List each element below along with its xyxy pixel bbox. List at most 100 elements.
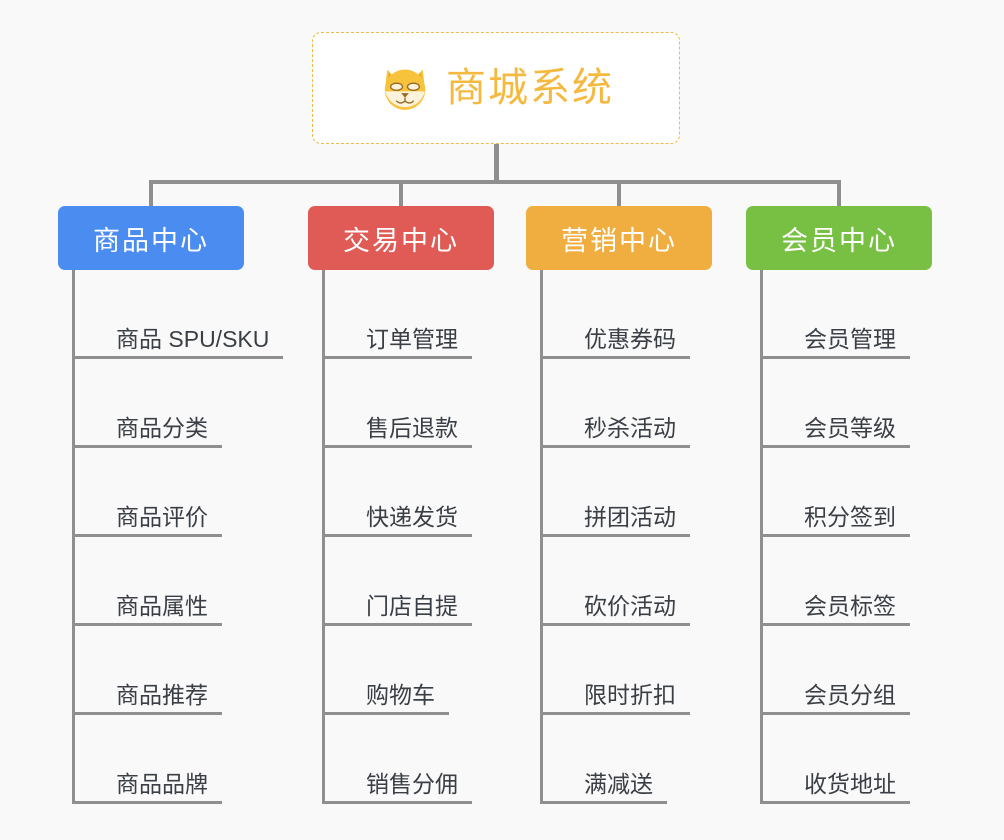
- leaf-label: 秒杀活动: [584, 414, 676, 441]
- leaf-underline: [540, 445, 690, 448]
- category-header-3[interactable]: 营销中心: [526, 206, 712, 270]
- leaf-underline: [322, 534, 472, 537]
- leaf-underline: [540, 356, 690, 359]
- leaf-label: 门店自提: [366, 592, 458, 619]
- connector-root-stem: [494, 144, 499, 182]
- leaf-underline: [540, 801, 667, 804]
- leaf-underline: [760, 445, 910, 448]
- list-item[interactable]: 商品 SPU/SKU: [72, 270, 283, 359]
- leaf-underline: [322, 356, 472, 359]
- leaf-list-2: 订单管理 售后退款 快递发货 门店自提 购物车 销售分佣: [308, 270, 494, 804]
- list-item[interactable]: 快递发货: [322, 448, 494, 537]
- leaf-underline: [72, 356, 283, 359]
- category-header-3-label: 营销中心: [561, 225, 677, 256]
- leaf-label: 会员等级: [804, 414, 896, 441]
- leaf-underline: [760, 356, 910, 359]
- category-spine-2: [322, 270, 325, 804]
- leaf-label: 商品推荐: [116, 681, 208, 708]
- category-column-4: 会员中心 会员管理 会员等级 积分签到 会员标签 会员分组 收货地址: [746, 206, 932, 804]
- list-item[interactable]: 拼团活动: [540, 448, 712, 537]
- list-item[interactable]: 会员标签: [760, 537, 932, 626]
- category-header-1[interactable]: 商品中心: [58, 206, 244, 270]
- list-item[interactable]: 商品推荐: [72, 626, 244, 715]
- leaf-label: 砍价活动: [584, 592, 676, 619]
- leaf-list-1: 商品 SPU/SKU 商品分类 商品评价 商品属性 商品推荐 商品品牌: [58, 270, 283, 804]
- leaf-label: 商品 SPU/SKU: [116, 325, 270, 352]
- leaf-underline: [760, 534, 910, 537]
- leaf-label: 优惠券码: [584, 325, 676, 352]
- list-item[interactable]: 商品属性: [72, 537, 244, 626]
- leaf-label: 积分签到: [804, 503, 896, 530]
- leaf-label: 销售分佣: [366, 770, 458, 797]
- leaf-label: 收货地址: [804, 770, 896, 797]
- list-item[interactable]: 会员管理: [760, 270, 932, 359]
- leaf-label: 会员分组: [804, 681, 896, 708]
- connector-drop-2: [399, 180, 403, 208]
- leaf-underline: [322, 801, 472, 804]
- leaf-label: 商品属性: [116, 592, 208, 619]
- connector-bus-bar: [149, 180, 841, 184]
- category-spine-3: [540, 270, 543, 804]
- leaf-list-4: 会员管理 会员等级 积分签到 会员标签 会员分组 收货地址: [746, 270, 932, 804]
- category-header-4[interactable]: 会员中心: [746, 206, 932, 270]
- leaf-underline: [72, 712, 222, 715]
- leaf-underline: [322, 623, 472, 626]
- leaf-label: 售后退款: [366, 414, 458, 441]
- leaf-underline: [72, 445, 222, 448]
- leaf-label: 商品品牌: [116, 770, 208, 797]
- leaf-underline: [72, 534, 222, 537]
- category-header-2-label: 交易中心: [343, 225, 459, 256]
- root-node-shop-system[interactable]: 商城系统: [312, 32, 680, 144]
- category-column-2: 交易中心 订单管理 售后退款 快递发货 门店自提 购物车 销售分佣: [308, 206, 494, 804]
- list-item[interactable]: 商品品牌: [72, 715, 244, 804]
- leaf-underline: [322, 712, 449, 715]
- list-item[interactable]: 会员等级: [760, 359, 932, 448]
- list-item[interactable]: 积分签到: [760, 448, 932, 537]
- list-item[interactable]: 售后退款: [322, 359, 494, 448]
- list-item[interactable]: 收货地址: [760, 715, 932, 804]
- list-item[interactable]: 商品评价: [72, 448, 244, 537]
- leaf-underline: [72, 801, 222, 804]
- leaf-underline: [322, 445, 472, 448]
- connector-drop-1: [149, 180, 153, 208]
- list-item[interactable]: 商品分类: [72, 359, 244, 448]
- list-item[interactable]: 门店自提: [322, 537, 494, 626]
- leaf-label: 快递发货: [366, 503, 458, 530]
- leaf-underline: [760, 801, 910, 804]
- category-spine-1: [72, 270, 75, 804]
- leaf-underline: [540, 712, 690, 715]
- category-column-1: 商品中心 商品 SPU/SKU 商品分类 商品评价 商品属性 商品推荐 商品品牌: [58, 206, 283, 804]
- leaf-label: 商品评价: [116, 503, 208, 530]
- category-header-1-label: 商品中心: [93, 225, 209, 256]
- leaf-label: 会员标签: [804, 592, 896, 619]
- connector-drop-3: [617, 180, 621, 208]
- leaf-label: 购物车: [366, 681, 435, 708]
- leaf-label: 商品分类: [116, 414, 208, 441]
- root-node-title: 商城系统: [446, 66, 614, 110]
- connector-drop-4: [837, 180, 841, 208]
- leaf-underline: [760, 623, 910, 626]
- list-item[interactable]: 优惠券码: [540, 270, 712, 359]
- list-item[interactable]: 限时折扣: [540, 626, 712, 715]
- category-header-2[interactable]: 交易中心: [308, 206, 494, 270]
- list-item[interactable]: 会员分组: [760, 626, 932, 715]
- leaf-underline: [540, 623, 690, 626]
- category-header-4-label: 会员中心: [781, 225, 897, 256]
- list-item[interactable]: 销售分佣: [322, 715, 494, 804]
- list-item[interactable]: 购物车: [322, 626, 494, 715]
- leaf-label: 拼团活动: [584, 503, 676, 530]
- leaf-underline: [760, 712, 910, 715]
- list-item[interactable]: 秒杀活动: [540, 359, 712, 448]
- list-item[interactable]: 满减送: [540, 715, 712, 804]
- category-spine-4: [760, 270, 763, 804]
- leaf-list-3: 优惠券码 秒杀活动 拼团活动 砍价活动 限时折扣 满减送: [526, 270, 712, 804]
- leaf-underline: [540, 534, 690, 537]
- leaf-label: 订单管理: [366, 325, 458, 352]
- leaf-label: 限时折扣: [584, 681, 676, 708]
- leaf-label: 满减送: [584, 770, 653, 797]
- shiba-inu-dog-face-icon: [384, 69, 426, 110]
- list-item[interactable]: 砍价活动: [540, 537, 712, 626]
- leaf-underline: [72, 623, 222, 626]
- list-item[interactable]: 订单管理: [322, 270, 494, 359]
